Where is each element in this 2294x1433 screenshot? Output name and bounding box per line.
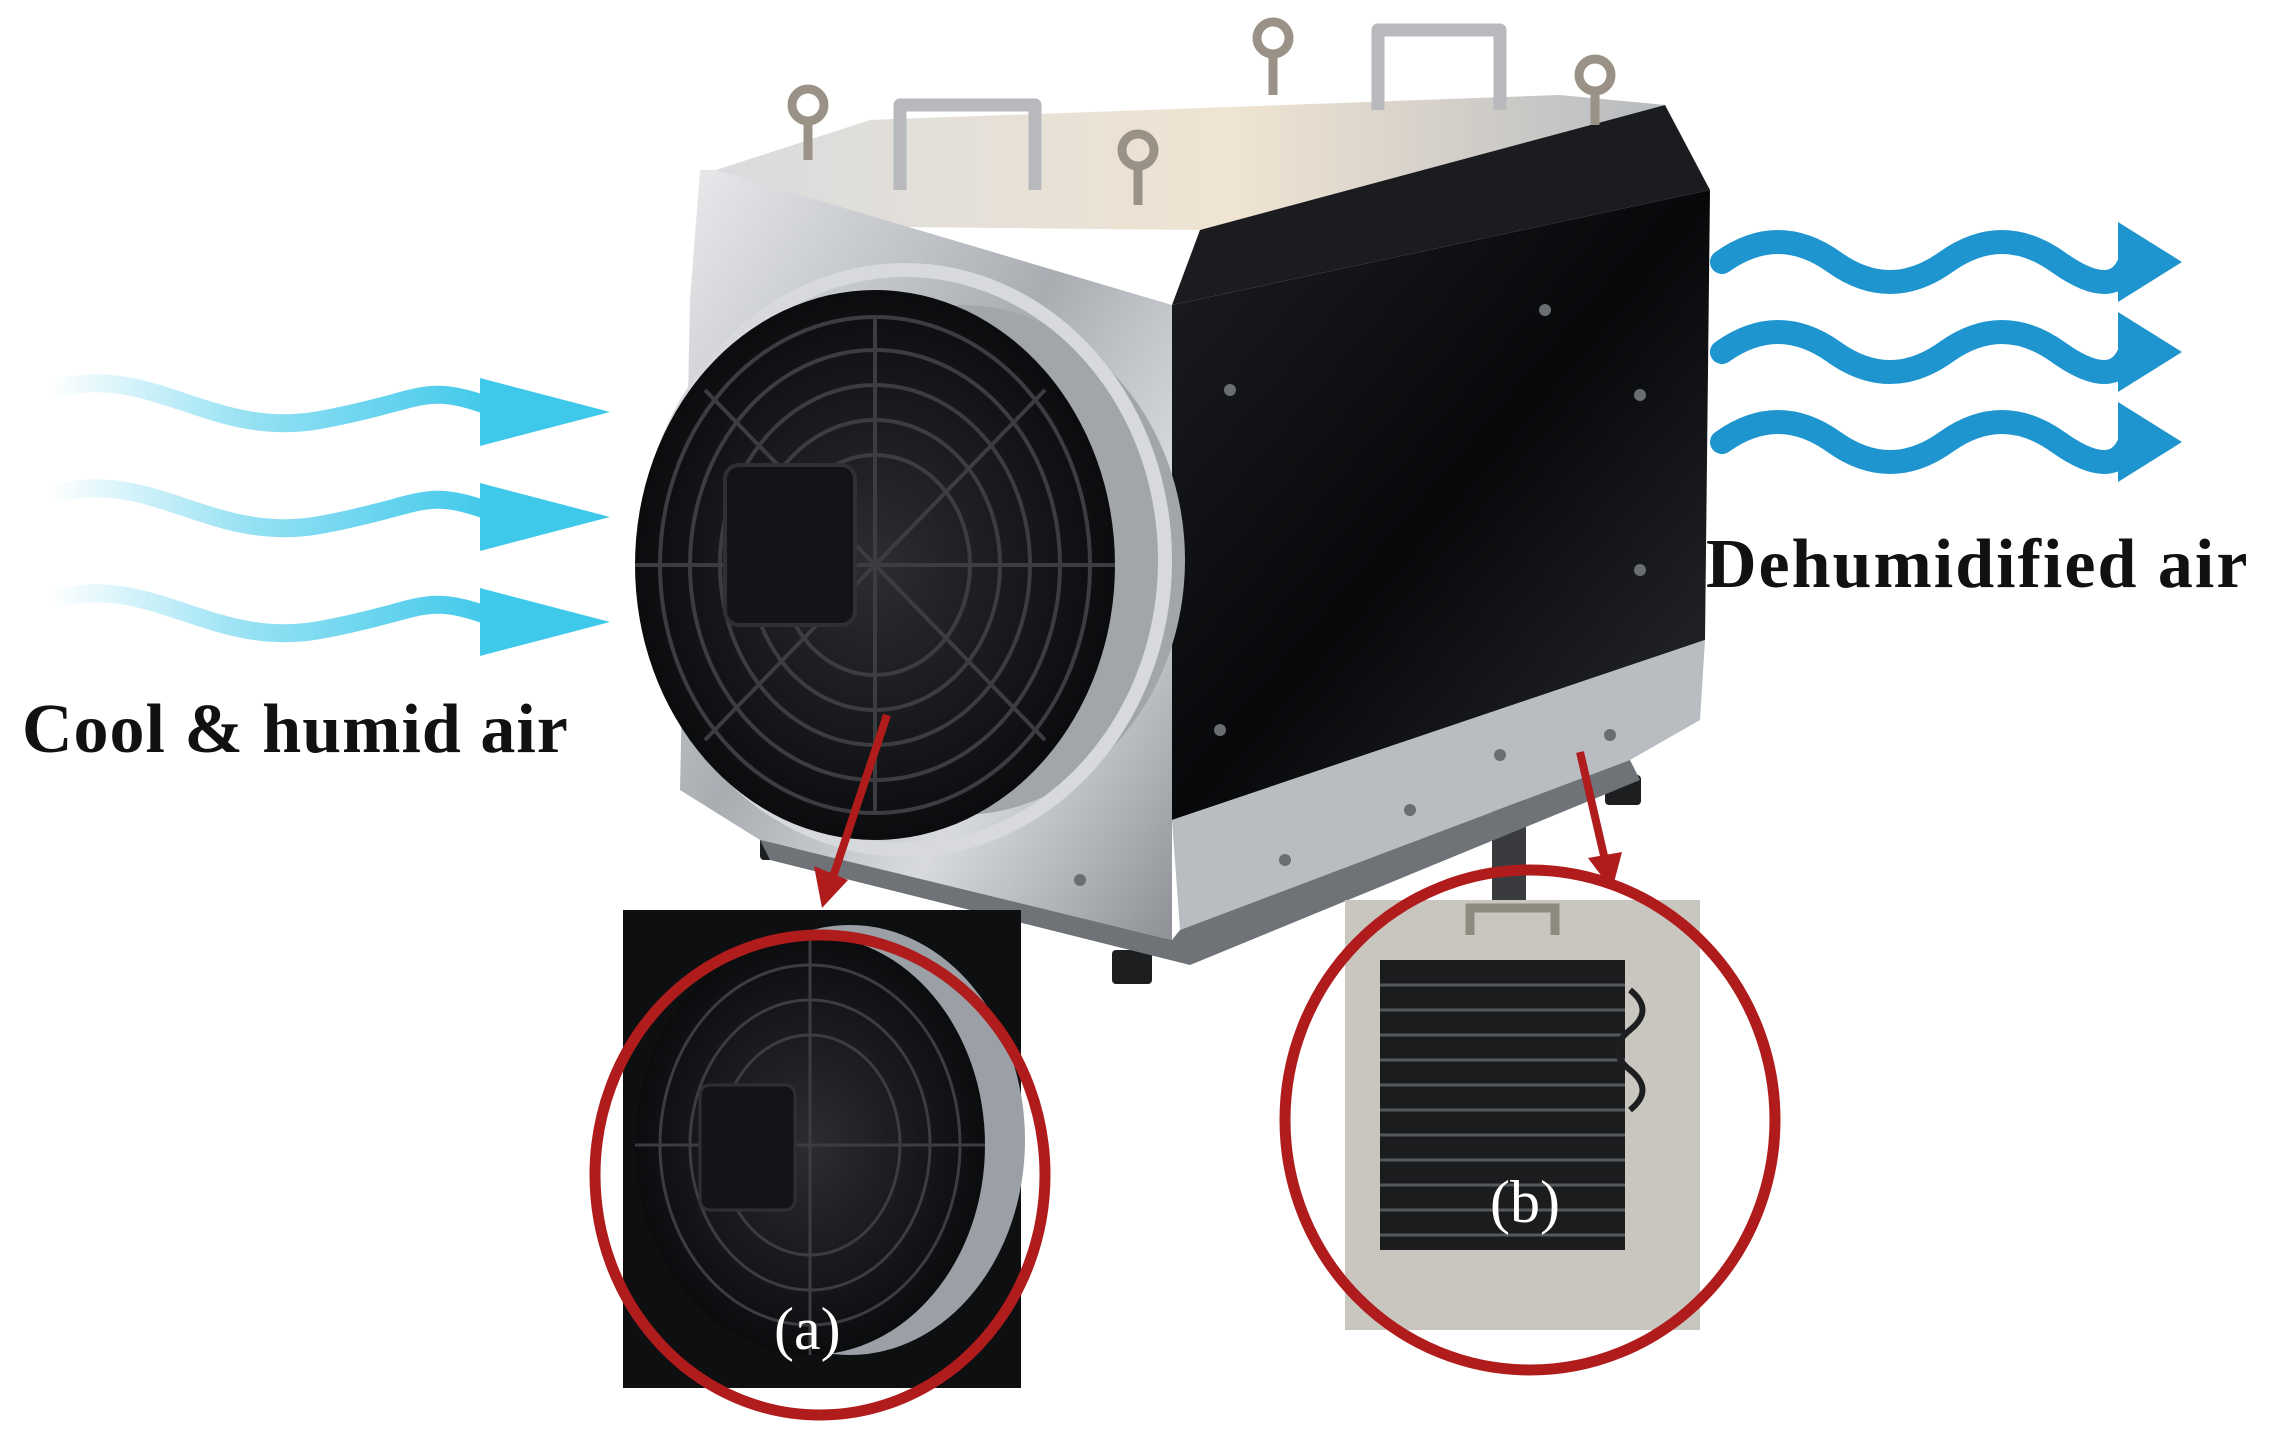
inflow-arrow-3-icon [41,584,610,656]
side-panel-lower [1172,640,1705,930]
detail-b-label: (b) [1490,1169,1560,1235]
outflow-label: Dehumidified air [1706,526,2250,603]
top-chamfer [1172,105,1710,305]
fan-assembly-icon [635,263,1185,857]
callout-circle-b [1279,864,1781,1376]
outflow-arrow-2-icon [1710,312,2182,392]
lifting-eye-center [1252,17,1294,95]
detail-a-label: (a) [774,1296,841,1362]
inflow-arrows [41,374,610,656]
lifting-eye-front [1117,129,1159,205]
detail-b-coil [1279,864,1781,1376]
handle-left [893,98,1042,190]
callout-circle-a [589,929,1051,1421]
inflow-arrow-2-icon [41,479,610,551]
bottom-chamfer [760,760,1640,965]
inflow-label: Cool & humid air [22,691,569,768]
outflow-arrow-1-icon [1710,222,2182,302]
callout-arrow-a [814,713,891,908]
dehumidifier-unit [635,17,1710,984]
outflow-arrows [1710,222,2182,482]
fan-motor-hub [723,463,857,627]
outflow-arrow-3-icon [1710,402,2182,482]
lifting-eye-left [787,84,829,160]
leg-front-right [1112,950,1152,984]
handle-right [1371,23,1507,110]
top-panel [700,95,1665,230]
detail-a-fan [589,910,1051,1421]
inflow-arrow-1-icon [41,374,610,446]
panel-screws [1074,304,1646,886]
side-panel-dark [1172,190,1710,820]
lifting-eye-right [1574,54,1616,125]
